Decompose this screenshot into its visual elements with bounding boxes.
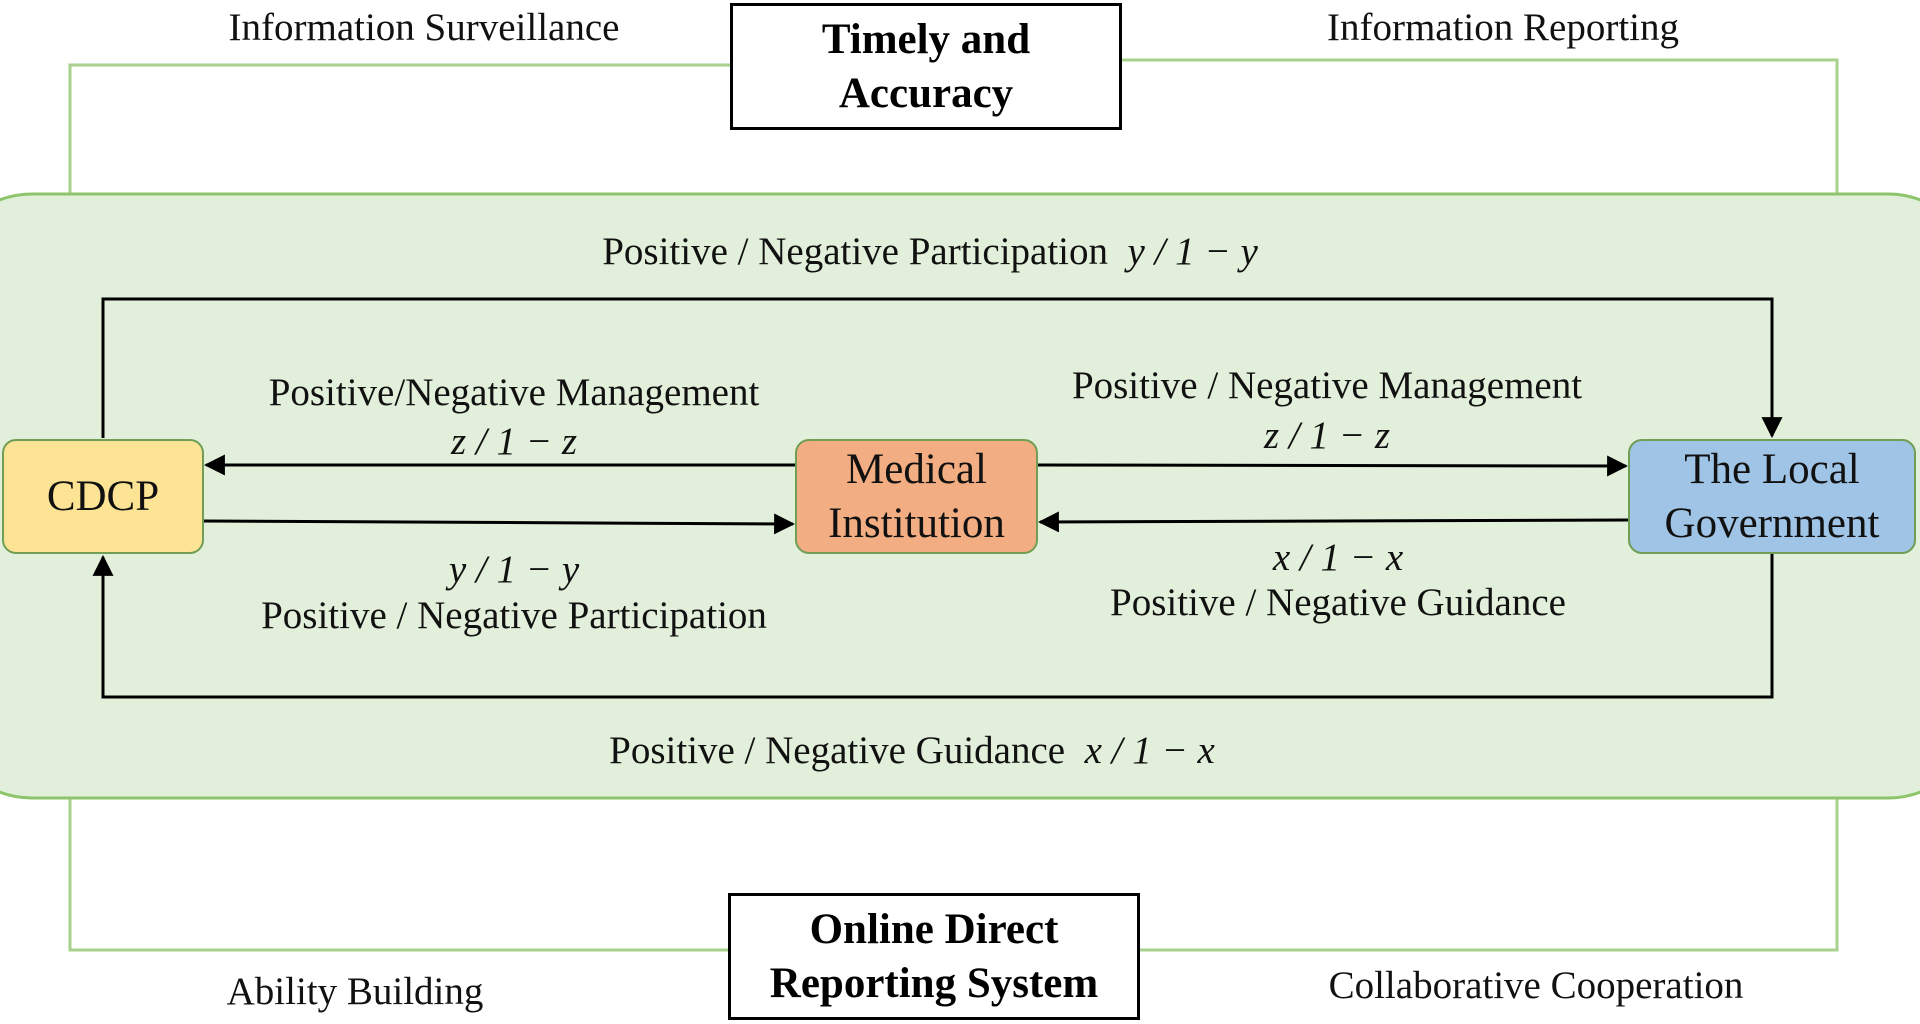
label-information-surveillance: Information Surveillance [228,6,620,49]
node-local-government: The Local Government [1628,439,1916,554]
edge-gov-management-text: Positive / Negative Management [1071,364,1583,407]
outer-connector [68,58,1839,952]
edge-gov-management-math: z / 1 − z [1263,414,1391,457]
edge-gov-guidance-text: Positive / Negative Guidance [1110,581,1566,624]
node-medical-line1: Medical [846,445,987,493]
node-government-line2: Government [1664,499,1880,547]
connector-bottom-right [1140,798,1839,952]
node-cdcp: CDCP [2,439,204,554]
timely-accuracy-box: Timely and Accuracy [730,3,1122,130]
arrow-cdcp-to-medical [203,513,796,535]
edge-gov-guidance-math: x / 1 − x [1272,536,1404,579]
online-direct-line2: Reporting System [769,959,1099,1007]
edge-cdcp-participation-text: Positive / Negative Participation [261,594,767,637]
node-medical-institution: Medical Institution [795,439,1038,554]
connector-top-left [68,63,730,194]
node-medical-line2: Institution [828,499,1005,547]
timely-accuracy-line2: Accuracy [838,69,1014,117]
timely-accuracy-line1: Timely and [821,15,1031,63]
edge-bottom-math: x / 1 − x [1084,729,1215,772]
edge-cdcp-participation-math: y / 1 − y [448,548,580,591]
arrow-government-to-medical [1037,511,1629,533]
arrow-government-to-cdcp-bottom [92,554,1774,699]
edge-bottom-text: Positive / Negative Guidance [609,729,1066,772]
edge-top-label: Positive / Negative Participation y / 1 … [602,232,1258,271]
online-direct-line1: Online Direct [809,905,1059,953]
arrow-medical-to-government [1037,455,1629,477]
connector-top-right [1121,58,1839,194]
label-ability-building: Ability Building [226,970,484,1013]
arrow-cdcp-to-government-top [101,297,1783,439]
edge-bottom-label: Positive / Negative Guidance x / 1 − x [609,731,1215,770]
connector-bottom-left [68,798,730,952]
label-collaborative-cooperation: Collaborative Cooperation [1328,964,1744,1007]
edge-cdcp-management-math: z / 1 − z [450,420,578,463]
edge-top-text: Positive / Negative Participation [602,230,1109,273]
node-government-line1: The Local [1684,445,1860,493]
edge-cdcp-management-text: Positive/Negative Management [268,371,760,414]
flow-arrows [92,297,1783,699]
node-cdcp-label: CDCP [46,472,160,520]
edge-top-math: y / 1 − y [1127,230,1258,273]
online-direct-reporting-box: Online Direct Reporting System [728,893,1140,1020]
label-information-reporting: Information Reporting [1326,6,1680,49]
